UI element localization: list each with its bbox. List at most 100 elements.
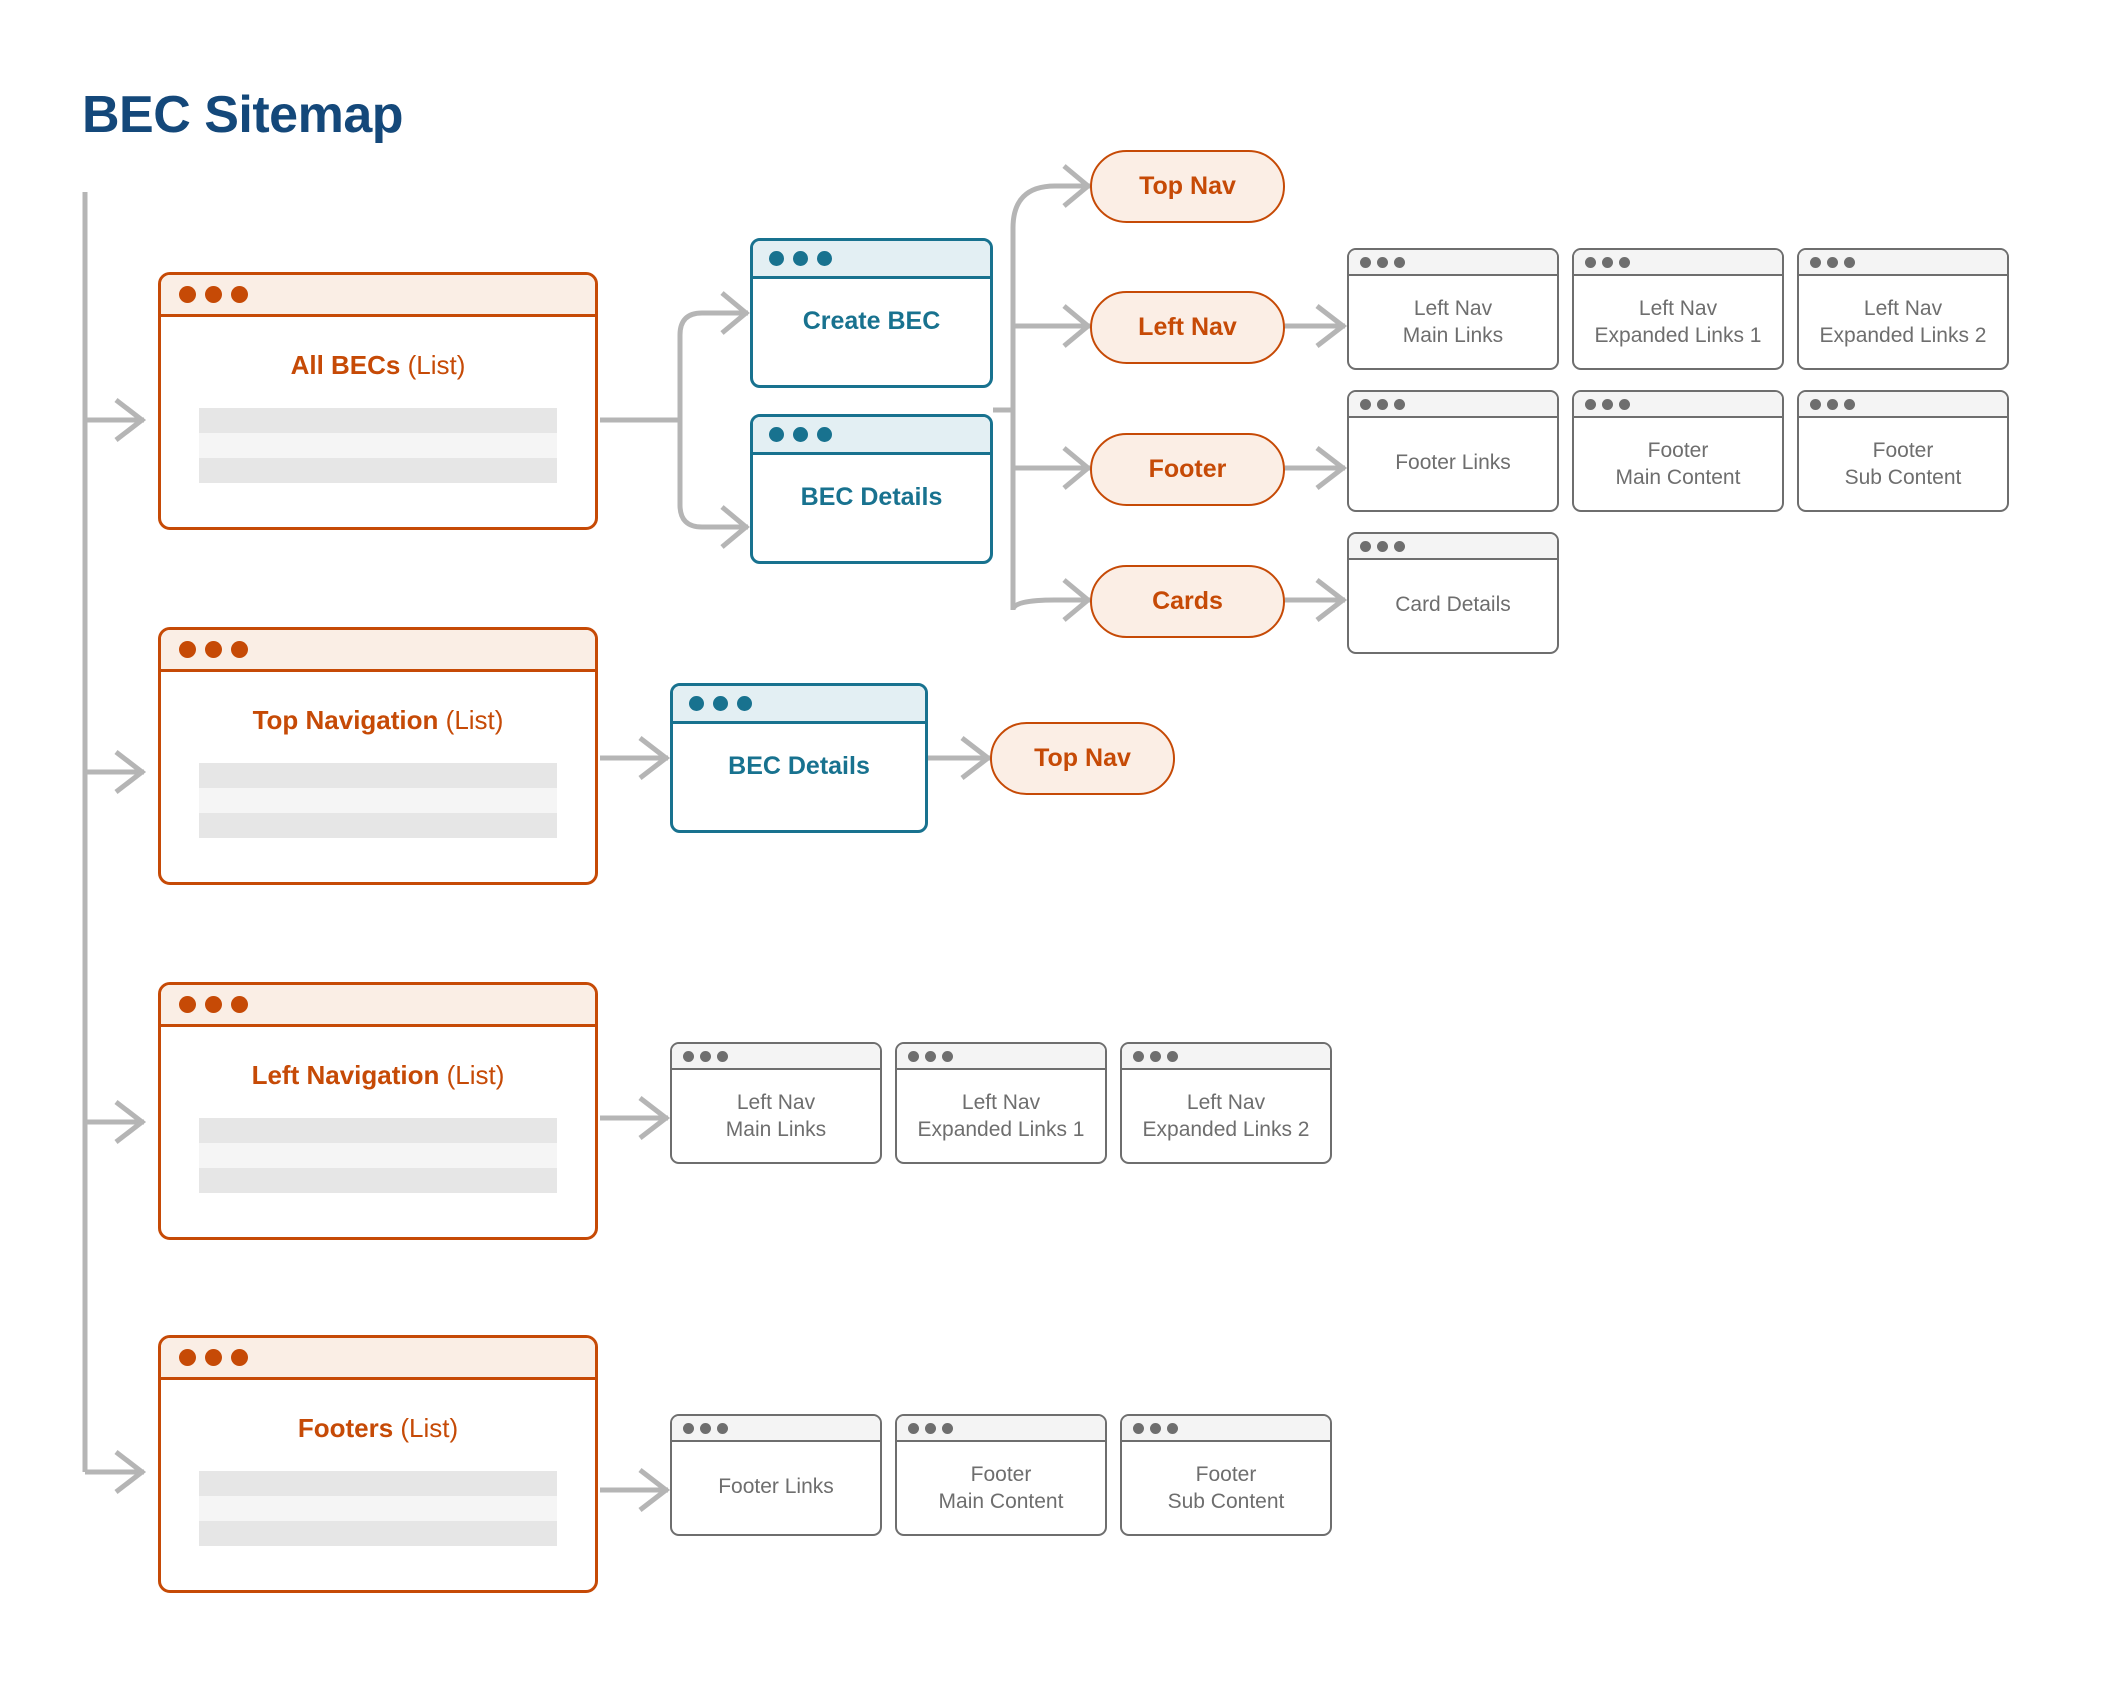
leaf-card-footer-sub-content[interactable]: Footer Sub Content: [1797, 390, 2009, 512]
dot-yellow-icon: [1602, 398, 1613, 410]
titlebar: [161, 630, 595, 672]
pill-label: Top Nav: [1034, 744, 1131, 772]
dot-green-icon: [1394, 256, 1405, 268]
arrowhead-row2: [114, 750, 147, 794]
leaf-card-footer-main-content[interactable]: Footer Main Content: [1572, 390, 1784, 512]
list-card-top-navigation[interactable]: Top Navigation (List): [158, 627, 598, 885]
card-caption: Footer Main Content: [939, 1442, 1064, 1516]
card-body: Create BEC: [753, 279, 990, 337]
skeleton-row: [199, 433, 557, 459]
arrowhead-pill-cards: [1062, 578, 1092, 622]
caption-line-2: Main Content: [938, 1489, 1064, 1513]
page-title: BEC Sitemap: [82, 86, 404, 144]
list-card-footers[interactable]: Footers (List): [158, 1335, 598, 1593]
list-card-all-becs[interactable]: All BECs (List): [158, 272, 598, 530]
caption-line-1: Left Nav: [1863, 297, 1943, 320]
arrowhead-footerslist-leaf: [638, 1468, 671, 1512]
dot-yellow-icon: [925, 1050, 936, 1062]
screen-card-create-bec[interactable]: Create BEC: [750, 238, 993, 388]
dot-green-icon: [1844, 398, 1855, 410]
card-body: Footer Sub Content: [1799, 418, 2007, 492]
card-caption: All BECs (List): [291, 317, 466, 382]
dot-green-icon: [817, 251, 832, 266]
card-caption: Footer Sub Content: [1168, 1442, 1285, 1516]
leaf-card-r4-footer-sub-content[interactable]: Footer Sub Content: [1120, 1414, 1332, 1536]
dot-yellow-icon: [205, 996, 222, 1013]
card-caption: Left Nav Main Links: [1403, 276, 1503, 350]
card-body: BEC Details: [673, 724, 925, 782]
titlebar: [1349, 534, 1557, 560]
leaf-card-left-nav-expanded-1[interactable]: Left Nav Expanded Links 1: [1572, 248, 1784, 370]
window-dots: [1360, 256, 1405, 268]
arrowhead-row4: [114, 1450, 147, 1494]
pill-cards[interactable]: Cards: [1090, 565, 1285, 638]
skeleton-row: [199, 788, 557, 814]
list-skeleton: [199, 1471, 557, 1547]
caption-line-2: Main Content: [1615, 465, 1741, 489]
caption-line-1: Left Nav: [1638, 297, 1718, 320]
dot-green-icon: [817, 427, 832, 442]
dot-red-icon: [1585, 398, 1596, 410]
titlebar: [897, 1044, 1105, 1070]
leaf-card-r3-left-nav-expanded-2[interactable]: Left Nav Expanded Links 2: [1120, 1042, 1332, 1164]
pill-top-nav-1[interactable]: Top Nav: [1090, 150, 1285, 223]
card-body: Left Nav Main Links: [672, 1070, 880, 1144]
dot-red-icon: [683, 1422, 694, 1434]
leaf-card-r3-left-nav-main-links[interactable]: Left Nav Main Links: [670, 1042, 882, 1164]
window-dots: [1585, 398, 1630, 410]
dot-green-icon: [942, 1050, 953, 1062]
dot-red-icon: [908, 1050, 919, 1062]
window-dots: [683, 1050, 728, 1062]
card-caption: Left Nav Expanded Links 1: [918, 1070, 1085, 1144]
list-card-left-navigation[interactable]: Left Navigation (List): [158, 982, 598, 1240]
leaf-card-left-nav-main-links[interactable]: Left Nav Main Links: [1347, 248, 1559, 370]
pill-footer[interactable]: Footer: [1090, 433, 1285, 506]
list-skeleton: [199, 1118, 557, 1194]
leaf-card-r4-footer-links[interactable]: Footer Links: [670, 1414, 882, 1536]
pill-top-nav-2[interactable]: Top Nav: [990, 722, 1175, 795]
card-body: Card Details: [1349, 560, 1557, 619]
leaf-card-r4-footer-main-content[interactable]: Footer Main Content: [895, 1414, 1107, 1536]
caption-line-2: Main Links: [725, 1117, 827, 1141]
card-caption: Footers (List): [298, 1380, 458, 1445]
titlebar: [161, 275, 595, 317]
dot-red-icon: [1360, 398, 1371, 410]
dot-green-icon: [231, 1349, 248, 1366]
card-caption: BEC Details: [800, 483, 943, 511]
caption-line-2: Expanded Links 2: [1142, 1117, 1310, 1141]
screen-card-bec-details-2[interactable]: BEC Details: [670, 683, 928, 833]
dot-yellow-icon: [925, 1422, 936, 1434]
pill-left-nav[interactable]: Left Nav: [1090, 291, 1285, 364]
titlebar: [1799, 250, 2007, 276]
titlebar: [1574, 392, 1782, 418]
titlebar: [753, 417, 990, 455]
caption-line-1: Left Nav: [961, 1091, 1041, 1114]
arrowhead-create-bec: [720, 291, 750, 335]
caption-line-1: Footer: [970, 1463, 1032, 1486]
leaf-card-r3-left-nav-expanded-1[interactable]: Left Nav Expanded Links 1: [895, 1042, 1107, 1164]
window-dots: [1360, 398, 1405, 410]
card-body: Footer Sub Content: [1122, 1442, 1330, 1516]
leaf-card-left-nav-expanded-2[interactable]: Left Nav Expanded Links 2: [1797, 248, 2009, 370]
caption-line-2: Expanded Links 1: [1594, 323, 1762, 347]
card-body: Footers (List): [161, 1380, 595, 1547]
window-dots: [908, 1422, 953, 1434]
leaf-card-footer-links[interactable]: Footer Links: [1347, 390, 1559, 512]
arrowhead-topnav-becdetails: [638, 736, 671, 780]
skeleton-row: [199, 763, 557, 789]
wire-pill-cards: [1010, 597, 1090, 611]
leaf-card-card-details[interactable]: Card Details: [1347, 532, 1559, 654]
card-body: Left Nav Expanded Links 1: [897, 1070, 1105, 1144]
card-body: Top Navigation (List): [161, 672, 595, 839]
dot-red-icon: [683, 1050, 694, 1062]
screen-card-bec-details-1[interactable]: BEC Details: [750, 414, 993, 564]
dot-green-icon: [1394, 540, 1405, 552]
dot-green-icon: [1167, 1050, 1178, 1062]
wire-allbecs-branch-up: [677, 310, 748, 420]
card-caption: Footer Main Content: [1616, 418, 1741, 492]
window-dots: [179, 286, 248, 303]
caption-line-2: Main Links: [1402, 323, 1504, 347]
card-caption: BEC Details: [728, 752, 870, 780]
card-body: Footer Main Content: [897, 1442, 1105, 1516]
arrowhead-row1: [114, 398, 147, 442]
